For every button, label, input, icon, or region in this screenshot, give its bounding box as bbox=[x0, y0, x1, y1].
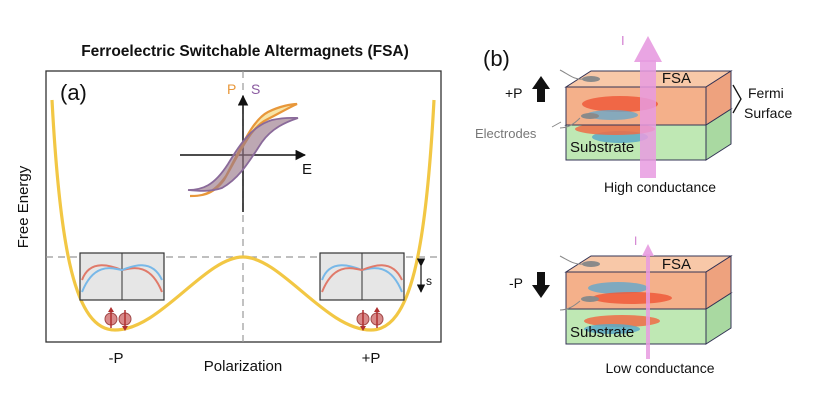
neg-polarization-label: -P bbox=[509, 275, 523, 291]
current-arrow-head-bottom bbox=[642, 244, 654, 256]
polarization-down-arrow-icon bbox=[532, 285, 550, 298]
polarization-up-arrow-icon bbox=[532, 76, 550, 89]
pos-p-label: +P bbox=[362, 350, 381, 367]
splitting-label: s bbox=[426, 274, 432, 288]
fermi-label-line1: Fermi bbox=[748, 85, 784, 101]
spin-pair-icon-left bbox=[104, 307, 132, 331]
band-down-left bbox=[81, 264, 163, 293]
electrodes-label: Electrodes bbox=[475, 126, 537, 141]
high-conductance-label: High conductance bbox=[604, 179, 716, 195]
fermi-blob-blue-top bbox=[586, 110, 638, 120]
substrate-label-bottom: Substrate bbox=[570, 324, 634, 341]
band-inset-right bbox=[319, 252, 405, 301]
electrode-bottom-1 bbox=[582, 261, 600, 267]
band-inset-left bbox=[79, 252, 165, 301]
device-bottom: I -P FSA Substrate Low conductance bbox=[509, 234, 733, 376]
figure-title: Ferroelectric Switchable Altermagnets (F… bbox=[81, 43, 409, 60]
band-up-right bbox=[321, 264, 403, 293]
inset-p-label: P bbox=[227, 81, 236, 97]
s-hysteresis-loop bbox=[187, 116, 299, 192]
low-conductance-label: Low conductance bbox=[606, 360, 715, 376]
fsa-label-top: FSA bbox=[662, 70, 691, 87]
neg-p-label: -P bbox=[109, 350, 124, 367]
fermi-blob-red-bottom-b bbox=[584, 315, 660, 327]
fermi-blob-red-bottom bbox=[575, 123, 655, 135]
substrate-label-top: Substrate bbox=[570, 139, 634, 156]
free-energy-curve bbox=[50, 99, 436, 332]
inset-s-label: S bbox=[251, 81, 260, 97]
fsa-label-bottom: FSA bbox=[662, 256, 691, 273]
spin-pair-icon-right bbox=[356, 307, 384, 331]
electrode-top-2 bbox=[581, 113, 599, 119]
fermi-blob-blue-top-b bbox=[588, 282, 648, 294]
panel-b: (b) I +P bbox=[475, 33, 792, 376]
current-arrow-shaft-top bbox=[640, 60, 656, 178]
current-symbol-top: I bbox=[621, 33, 625, 48]
inset-e-label: E bbox=[302, 161, 312, 178]
x-axis-label: Polarization bbox=[204, 358, 282, 375]
current-arrow-head-top bbox=[634, 36, 662, 62]
electrode-top-1 bbox=[582, 76, 600, 82]
panel-a-label: (a) bbox=[60, 80, 87, 105]
current-symbol-bottom: I bbox=[634, 234, 637, 248]
panel-a: (a) Free Energy Polarization -P +P s bbox=[15, 70, 442, 375]
pos-polarization-label: +P bbox=[505, 85, 523, 101]
electrode-bottom-2 bbox=[581, 296, 599, 302]
fermi-blob-blue-bottom-b bbox=[584, 324, 640, 334]
current-arrow-shaft-bottom bbox=[646, 254, 650, 359]
device-top: I +P FSA Substrate Electrodes High condu… bbox=[475, 33, 792, 195]
fermi-blob-red-top-b bbox=[592, 292, 672, 304]
fermi-blob-red-top bbox=[582, 96, 658, 112]
hysteresis-inset: P S E bbox=[180, 81, 312, 212]
y-axis-label: Free Energy bbox=[15, 165, 32, 248]
fermi-surface-bracket bbox=[732, 84, 742, 114]
fermi-label-line2: Surface bbox=[744, 105, 792, 121]
panel-b-label: (b) bbox=[483, 46, 510, 71]
